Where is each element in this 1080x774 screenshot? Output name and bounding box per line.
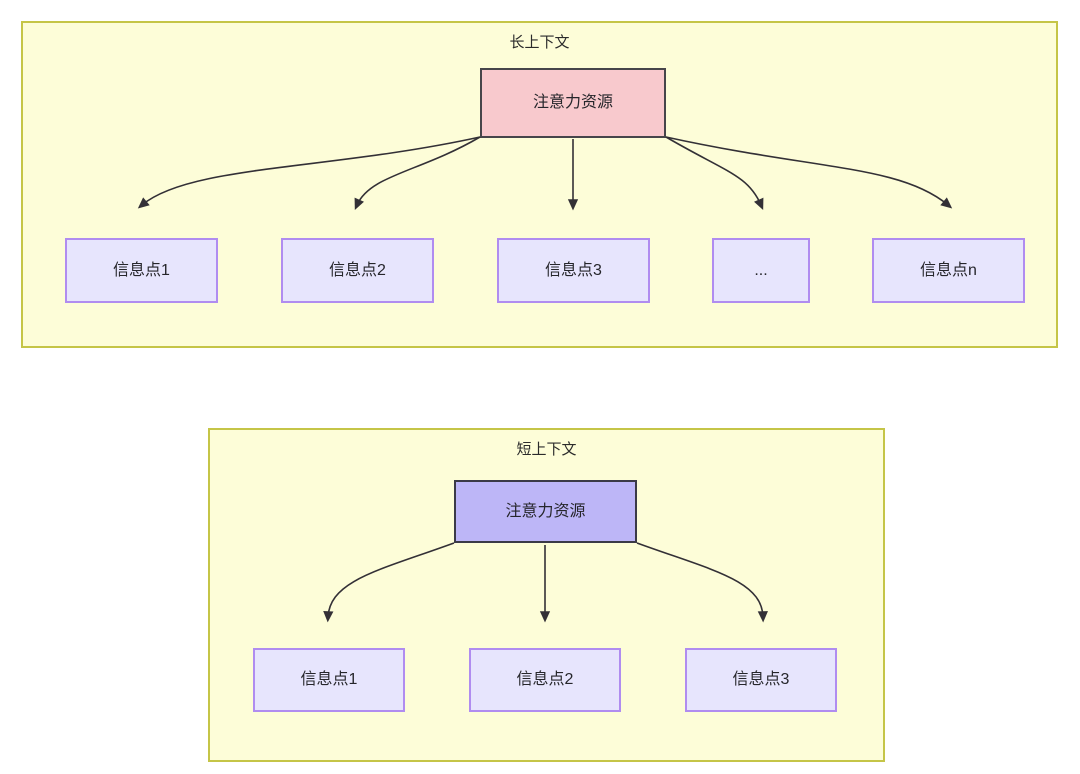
node-label: 信息点3 (545, 261, 602, 279)
node-label: ... (754, 261, 768, 279)
node-long-info-n[interactable]: 信息点n (872, 238, 1025, 303)
node-long-info-ellipsis[interactable]: ... (712, 238, 810, 303)
node-short-info-3[interactable]: 信息点3 (685, 648, 837, 712)
node-long-attention-resource[interactable]: 注意力资源 (480, 68, 666, 138)
node-label: 注意力资源 (532, 94, 613, 111)
node-short-info-1[interactable]: 信息点1 (253, 648, 405, 712)
node-label: 信息点2 (516, 671, 574, 688)
node-short-info-2[interactable]: 信息点2 (469, 648, 621, 712)
node-short-attention-resource[interactable]: 注意力资源 (454, 480, 637, 543)
node-label: 信息点1 (300, 671, 358, 688)
node-long-info-3[interactable]: 信息点3 (497, 238, 650, 303)
node-label: 信息点2 (329, 261, 386, 279)
node-label: 注意力资源 (505, 502, 586, 520)
node-label: 信息点3 (732, 671, 790, 688)
panel-short-context-title: 短上下文 (516, 441, 577, 458)
node-long-info-2[interactable]: 信息点2 (281, 238, 434, 303)
node-label: 信息点1 (113, 261, 170, 279)
node-label: 信息点n (920, 261, 977, 279)
node-long-info-1[interactable]: 信息点1 (65, 238, 218, 303)
panel-long-context-title: 长上下文 (509, 34, 570, 51)
